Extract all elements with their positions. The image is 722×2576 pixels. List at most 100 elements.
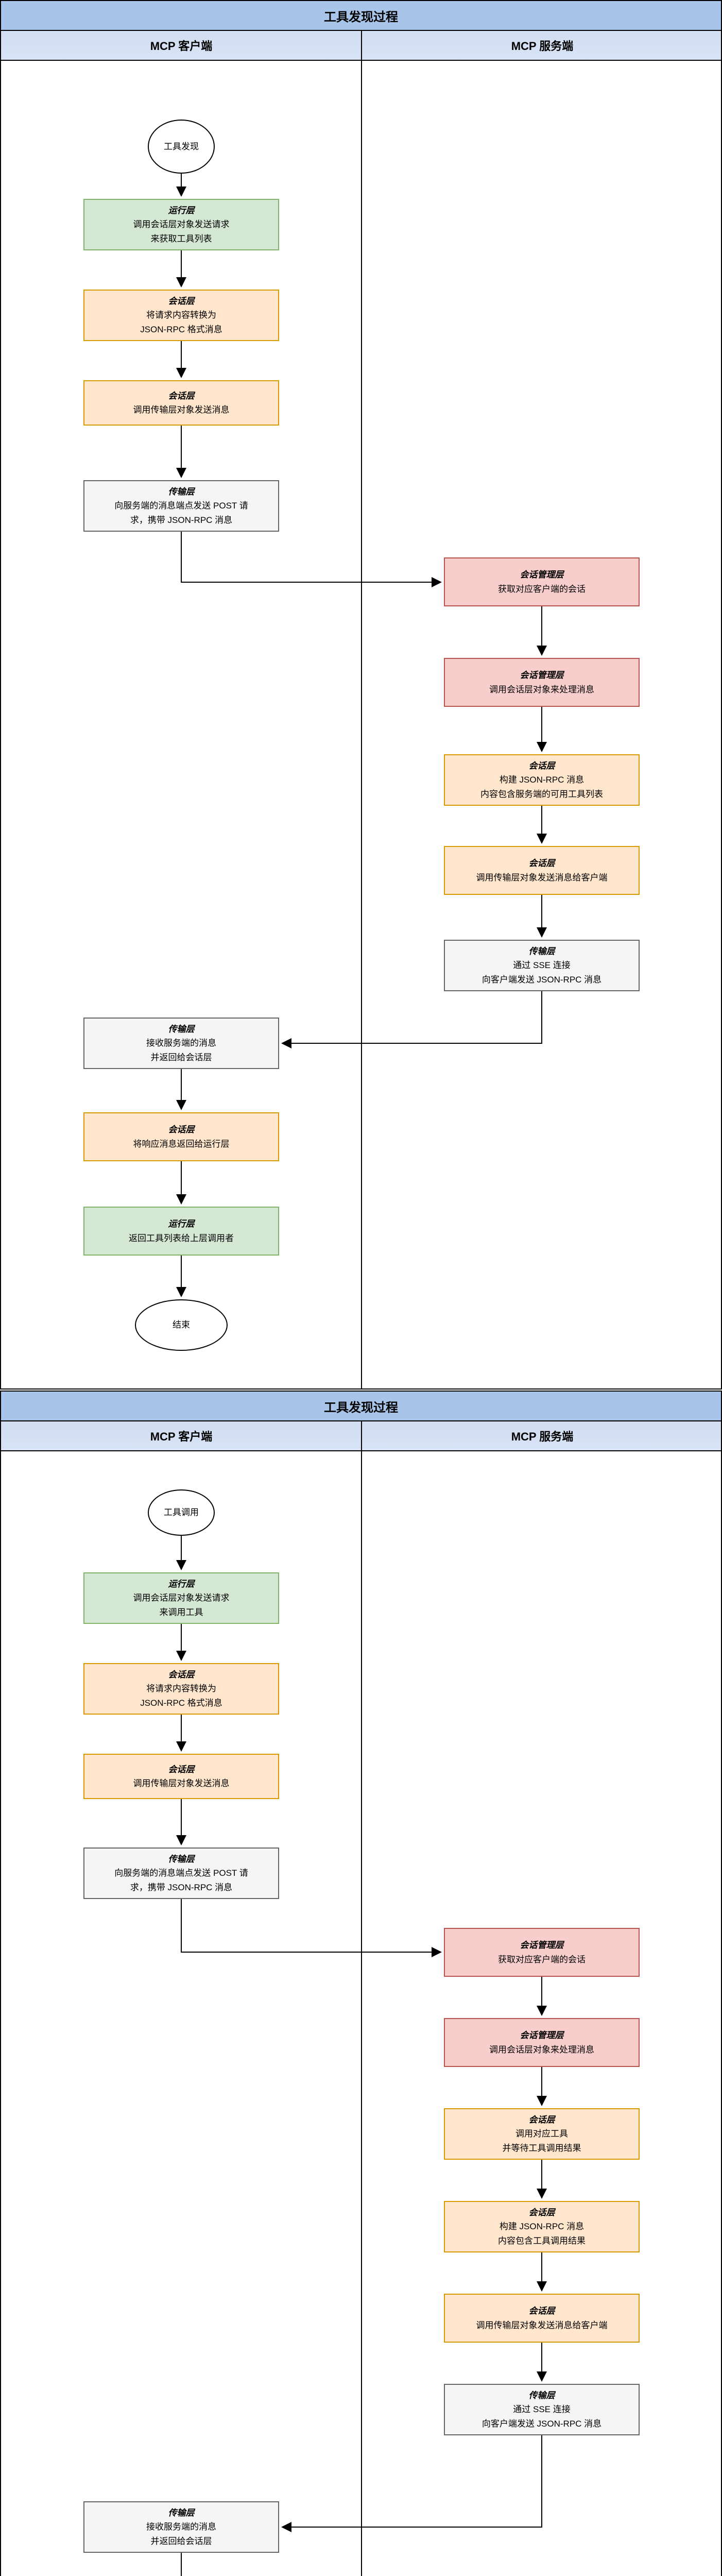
transport-layer-node: 传输层 接收服务端的消息 并返回给会话层 [83, 1018, 279, 1069]
node-line: 调用会话层对象来处理消息 [489, 2044, 594, 2055]
node-line: 将请求内容转换为 [146, 1684, 216, 1694]
tool-invocation-diagram: 工具发现过程 MCP 客户端 MCP 服务端 [0, 1391, 722, 2576]
node-line: 将请求内容转换为 [146, 310, 216, 320]
node-layer-label: 传输层 [528, 2391, 555, 2401]
transport-layer-node: 传输层 通过 SSE 连接 向客户端发送 JSON-RPC 消息 [444, 940, 640, 991]
start-node-label: 工具发现 [164, 141, 199, 151]
end-node-label: 结束 [173, 1320, 190, 1330]
node-line: JSON-RPC 格式消息 [140, 1698, 222, 1708]
node-line: 来调用工具 [159, 1607, 203, 1617]
session-layer-node: 会话层 将响应消息返回给运行层 [83, 1112, 279, 1161]
node-layer-label: 会话管理层 [520, 670, 564, 681]
node-layer-label: 传输层 [168, 1854, 195, 1865]
tool-discovery-diagram: 工具发现过程 MCP 客户端 MCP 服务端 [0, 0, 722, 1389]
flow-elbow-arrow-server-to-client [281, 2435, 542, 2532]
lane-divider [361, 31, 362, 1388]
node-layer-label: 会话管理层 [520, 570, 564, 580]
session-layer-node: 会话层 调用传输层对象发送消息 [83, 380, 279, 426]
node-layer-label: 会话层 [168, 1670, 195, 1680]
session-manager-layer-node: 会话管理层 调用会话层对象来处理消息 [444, 658, 640, 707]
node-layer-label: 会话管理层 [520, 2030, 564, 2041]
session-layer-node: 会话层 构建 JSON-RPC 消息 内容包含服务端的可用工具列表 [444, 754, 640, 806]
node-line: 调用传输层对象发送消息 [133, 405, 230, 415]
transport-layer-node: 传输层 向服务端的消息端点发送 POST 请 求，携带 JSON-RPC 消息 [83, 480, 279, 532]
node-line: 向客户端发送 JSON-RPC 消息 [482, 974, 602, 985]
node-line: 获取对应客户端的会话 [498, 584, 586, 594]
lane-header-server: MCP 服务端 [511, 40, 574, 53]
node-layer-label: 会话管理层 [520, 1940, 564, 1951]
node-line: 调用会话层对象发送请求 [133, 1593, 230, 1603]
node-line: 内容包含工具调用结果 [498, 2235, 586, 2246]
node-layer-label: 会话层 [168, 1125, 195, 1135]
start-node-label: 工具调用 [164, 1507, 199, 1518]
lane-header-server: MCP 服务端 [511, 1430, 574, 1443]
start-node: 工具调用 [148, 1489, 215, 1536]
session-layer-node: 会话层 调用对应工具 并等待工具调用结果 [444, 2108, 640, 2160]
flow-elbow-arrow-client-to-server [181, 1899, 442, 1957]
node-layer-label: 会话层 [168, 391, 195, 401]
session-layer-node: 会话层 将请求内容转换为 JSON-RPC 格式消息 [83, 290, 279, 341]
node-layer-label: 运行层 [168, 1579, 195, 1589]
diagram-title: 工具发现过程 [1, 1, 721, 31]
node-line: 接收服务端的消息 [146, 2522, 216, 2532]
session-manager-layer-node: 会话管理层 调用会话层对象来处理消息 [444, 2018, 640, 2067]
transport-layer-node: 传输层 通过 SSE 连接 向客户端发送 JSON-RPC 消息 [444, 2384, 640, 2435]
node-line: 求，携带 JSON-RPC 消息 [130, 1882, 233, 1892]
node-line: 调用会话层对象来处理消息 [489, 684, 594, 694]
node-line: 获取对应客户端的会话 [498, 1954, 586, 1964]
node-layer-label: 会话层 [528, 2306, 555, 2316]
node-line: 构建 JSON-RPC 消息 [499, 2222, 585, 2232]
session-manager-layer-node: 会话管理层 获取对应客户端的会话 [444, 1928, 640, 1977]
node-line: 来获取工具列表 [150, 233, 212, 244]
node-line: 通过 SSE 连接 [513, 960, 571, 971]
session-layer-node: 会话层 调用传输层对象发送消息给客户端 [444, 2294, 640, 2343]
node-layer-label: 会话层 [168, 296, 195, 307]
node-line: 返回工具列表给上层调用者 [129, 1233, 234, 1243]
lane-divider [361, 1421, 362, 2576]
node-line: 向客户端发送 JSON-RPC 消息 [482, 2418, 602, 2429]
node-line: 调用会话层对象发送请求 [133, 219, 230, 230]
node-layer-label: 传输层 [528, 946, 555, 957]
node-line: 调用传输层对象发送消息给客户端 [476, 872, 608, 883]
runtime-layer-node: 运行层 调用会话层对象发送请求 来调用工具 [83, 1572, 279, 1624]
node-layer-label: 运行层 [168, 1219, 195, 1229]
node-layer-label: 会话层 [528, 858, 555, 869]
node-line: 并等待工具调用结果 [502, 2143, 581, 2153]
node-layer-label: 传输层 [168, 2508, 195, 2518]
session-manager-layer-node: 会话管理层 获取对应客户端的会话 [444, 557, 640, 606]
diagram-title: 工具发现过程 [1, 1392, 721, 1421]
node-line: 将响应消息返回给运行层 [133, 1139, 230, 1149]
node-line: 向服务端的消息端点发送 POST 请 [114, 1868, 248, 1878]
node-line: 构建 JSON-RPC 消息 [499, 775, 585, 785]
node-line: 内容包含服务端的可用工具列表 [480, 789, 603, 799]
session-layer-node: 会话层 将请求内容转换为 JSON-RPC 格式消息 [83, 1663, 279, 1715]
lane-header-client: MCP 客户端 [150, 1430, 213, 1443]
node-line: 并返回给会话层 [150, 2536, 212, 2546]
flow-elbow-arrow-client-to-server [181, 532, 442, 587]
node-layer-label: 会话层 [528, 2208, 555, 2218]
node-line: 调用传输层对象发送消息 [133, 1778, 230, 1788]
node-line: 接收服务端的消息 [146, 1038, 216, 1048]
node-line: 求，携带 JSON-RPC 消息 [130, 515, 233, 525]
node-line: 调用对应工具 [515, 2129, 568, 2139]
node-line: 通过 SSE 连接 [513, 2404, 571, 2415]
node-layer-label: 传输层 [168, 487, 195, 497]
transport-layer-node: 传输层 向服务端的消息端点发送 POST 请 求，携带 JSON-RPC 消息 [83, 1848, 279, 1899]
transport-layer-node: 传输层 接收服务端的消息 并返回给会话层 [83, 2501, 279, 2553]
session-layer-node: 会话层 调用传输层对象发送消息给客户端 [444, 846, 640, 895]
node-layer-label: 会话层 [528, 2115, 555, 2125]
node-line: 并返回给会话层 [150, 1052, 212, 1062]
lane-header-client: MCP 客户端 [150, 40, 213, 53]
runtime-layer-node: 运行层 返回工具列表给上层调用者 [83, 1207, 279, 1256]
end-node: 结束 [135, 1299, 228, 1351]
runtime-layer-node: 运行层 调用会话层对象发送请求 来获取工具列表 [83, 199, 279, 250]
node-line: 向服务端的消息端点发送 POST 请 [114, 501, 248, 511]
session-layer-node: 会话层 构建 JSON-RPC 消息 内容包含工具调用结果 [444, 2201, 640, 2252]
node-layer-label: 会话层 [168, 1764, 195, 1774]
flow-elbow-arrow-server-to-client [281, 991, 542, 1048]
node-layer-label: 传输层 [168, 1024, 195, 1035]
node-line: JSON-RPC 格式消息 [140, 324, 222, 334]
node-line: 调用传输层对象发送消息给客户端 [476, 2320, 608, 2330]
start-node: 工具发现 [148, 120, 215, 174]
